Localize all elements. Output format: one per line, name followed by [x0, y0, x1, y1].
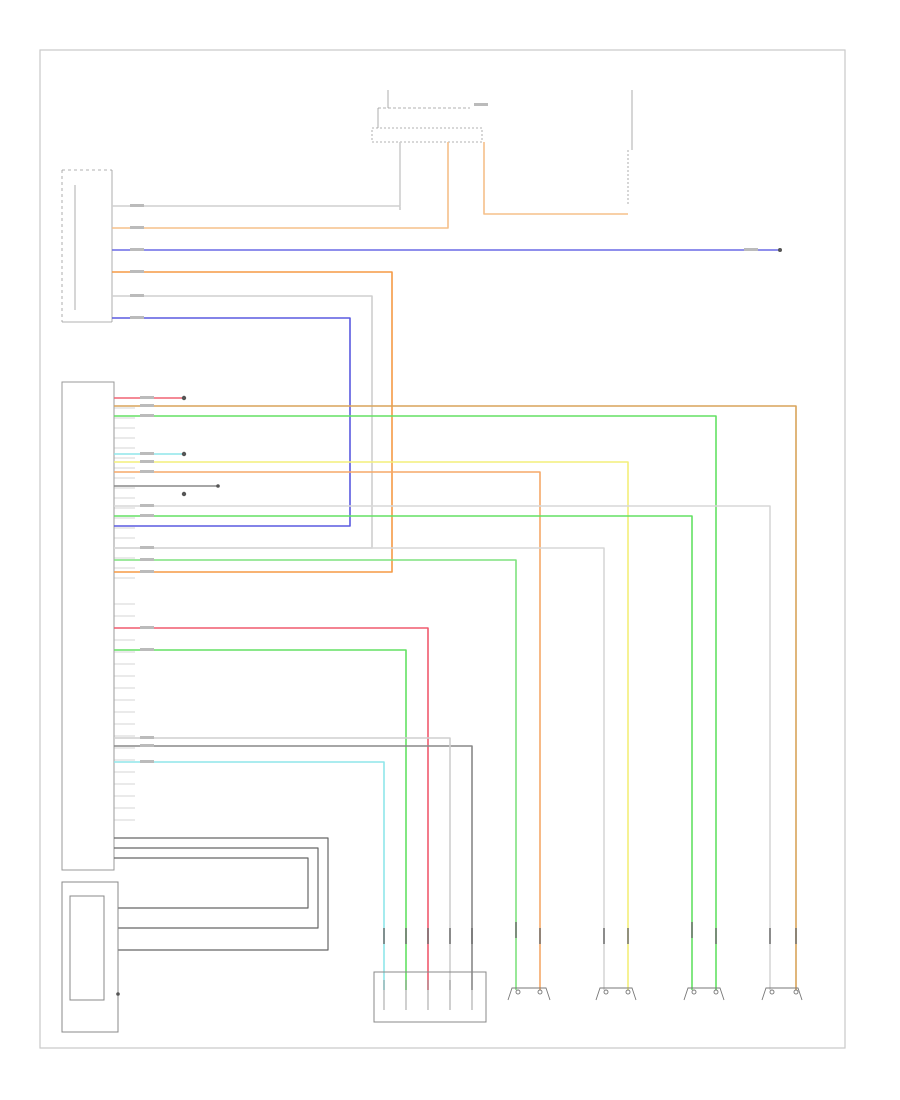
left-junction-block: [61, 169, 113, 323]
speaker-right-rear: [507, 987, 551, 1001]
speaker-right-front: [595, 987, 637, 1001]
wire-antenna-2: [114, 847, 319, 929]
wire-blue-loop: [112, 317, 351, 527]
wire-tan-right: [114, 405, 797, 990]
wire-terminal-dots: [181, 248, 782, 497]
wire-orange-loop: [112, 271, 393, 573]
wire-orange-right-2: [114, 471, 541, 990]
wire-orange-right: [483, 142, 628, 215]
bottom-connector-pins: [383, 922, 797, 944]
wire-red-lower: [114, 627, 429, 990]
diagram-border: [39, 49, 846, 1049]
wire-green-right: [114, 415, 717, 990]
sub-connector-box: [373, 971, 487, 1023]
audio-unit-block: [61, 381, 115, 871]
speaker-left-rear: [761, 987, 803, 1001]
wire-cyan-lower: [114, 761, 385, 990]
wire-green-right-3: [114, 559, 517, 990]
antenna-amplifier: [61, 881, 119, 1033]
wire-gray-right-3: [114, 547, 605, 990]
wire-code-marks: [130, 103, 758, 763]
wire-green-lower: [114, 649, 407, 990]
wire-gray-right-2: [114, 505, 771, 990]
wire-antenna-3: [114, 857, 309, 909]
wire-orange-top: [112, 142, 449, 229]
wire-gray-loop: [112, 295, 373, 549]
wire-gray-top: [112, 142, 401, 207]
top-fuse-area: [371, 90, 633, 210]
wire-yellow-right: [114, 461, 629, 990]
antenna-terminal: [116, 992, 120, 996]
wire-antenna-1: [114, 837, 329, 951]
sub-connector-pins: [383, 980, 473, 1010]
wire-dark-lower: [114, 745, 473, 990]
wire-harness: [112, 142, 797, 990]
speaker-left-front: [683, 987, 725, 1001]
wire-green-right-2: [114, 515, 693, 990]
wire-gray-lower: [114, 737, 451, 990]
